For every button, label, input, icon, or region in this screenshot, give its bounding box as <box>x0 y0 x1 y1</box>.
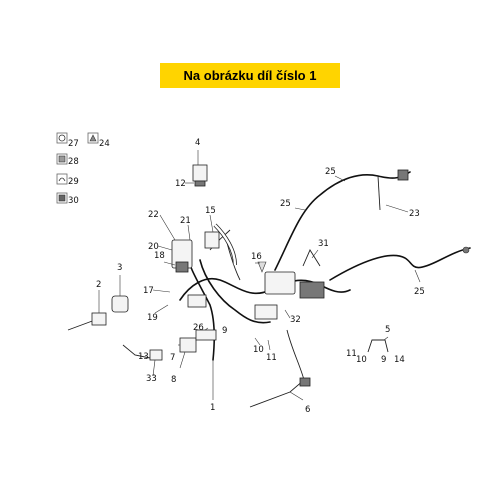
legend-number: 29 <box>68 177 79 187</box>
part-13 <box>149 349 163 361</box>
legend-item-30: 30 <box>56 192 79 206</box>
connector-block <box>204 231 220 249</box>
leader-lines <box>98 150 421 401</box>
callout-7: 7 <box>170 353 175 363</box>
legend-number: 27 <box>68 139 79 149</box>
callout-11: 11 <box>266 353 277 363</box>
legend-number: 24 <box>99 139 110 149</box>
clip-icon <box>58 194 66 202</box>
callout-26: 26 <box>193 323 204 333</box>
callout-2: 2 <box>96 280 101 290</box>
clip-icon <box>89 134 97 142</box>
callout-25: 25 <box>325 167 336 177</box>
callout-25: 25 <box>280 199 291 209</box>
connector-23 <box>397 169 409 181</box>
legend-item-28: 28 <box>56 153 79 167</box>
sensor-2 <box>91 312 107 326</box>
callout-19: 19 <box>147 313 158 323</box>
callout-33: 33 <box>146 374 157 384</box>
callout-11: 11 <box>346 349 357 359</box>
callout-21: 21 <box>180 216 191 226</box>
clip-icon <box>58 177 66 182</box>
callout-17: 17 <box>143 286 154 296</box>
callout-9: 9 <box>222 326 227 336</box>
clip-icon <box>58 155 66 163</box>
callouts: 4 12 22 21 15 20 18 17 19 3 2 16 25 25 2… <box>96 138 425 415</box>
callout-18: 18 <box>154 251 165 261</box>
part-3 <box>111 295 129 313</box>
connector-block <box>187 294 207 308</box>
callout-23: 23 <box>409 209 420 219</box>
callout-13: 13 <box>138 352 149 362</box>
relay-4 <box>192 164 208 182</box>
bracket-26 <box>195 329 217 341</box>
banner-text: Na obrázku díl číslo 1 <box>183 68 317 83</box>
callout-22: 22 <box>148 210 159 220</box>
connector-block <box>175 261 189 273</box>
connector-block <box>264 271 296 295</box>
callout-20: 20 <box>148 242 159 252</box>
legend-number: 30 <box>68 196 79 206</box>
callout-3: 3 <box>117 263 122 273</box>
callout-12: 12 <box>175 179 186 189</box>
callout-10: 10 <box>253 345 264 355</box>
callout-4: 4 <box>195 138 200 148</box>
callout-10: 10 <box>356 355 367 365</box>
callout-6: 6 <box>305 405 310 415</box>
callout-8: 8 <box>171 375 176 385</box>
legend-item-24: 24 <box>87 132 110 149</box>
callout-16: 16 <box>251 252 262 262</box>
callout-15: 15 <box>205 206 216 216</box>
connector-block <box>299 281 325 299</box>
connector-6 <box>299 377 311 387</box>
title-banner: Na obrázku díl číslo 1 <box>160 63 340 88</box>
legend-number: 28 <box>68 157 79 167</box>
relay-base <box>194 180 206 187</box>
part-7 <box>179 337 197 353</box>
legend-item-27: 27 <box>56 132 79 149</box>
callout-5: 5 <box>385 325 390 335</box>
callout-9: 9 <box>381 355 386 365</box>
callout-31: 31 <box>318 239 329 249</box>
callout-25: 25 <box>414 287 425 297</box>
legend-item-29: 29 <box>56 173 79 187</box>
callout-14: 14 <box>394 355 405 365</box>
callout-1: 1 <box>210 403 215 413</box>
wiring-harness <box>67 164 471 408</box>
clip-icon <box>58 134 66 142</box>
callout-32: 32 <box>290 315 301 325</box>
connector-block <box>254 304 278 320</box>
